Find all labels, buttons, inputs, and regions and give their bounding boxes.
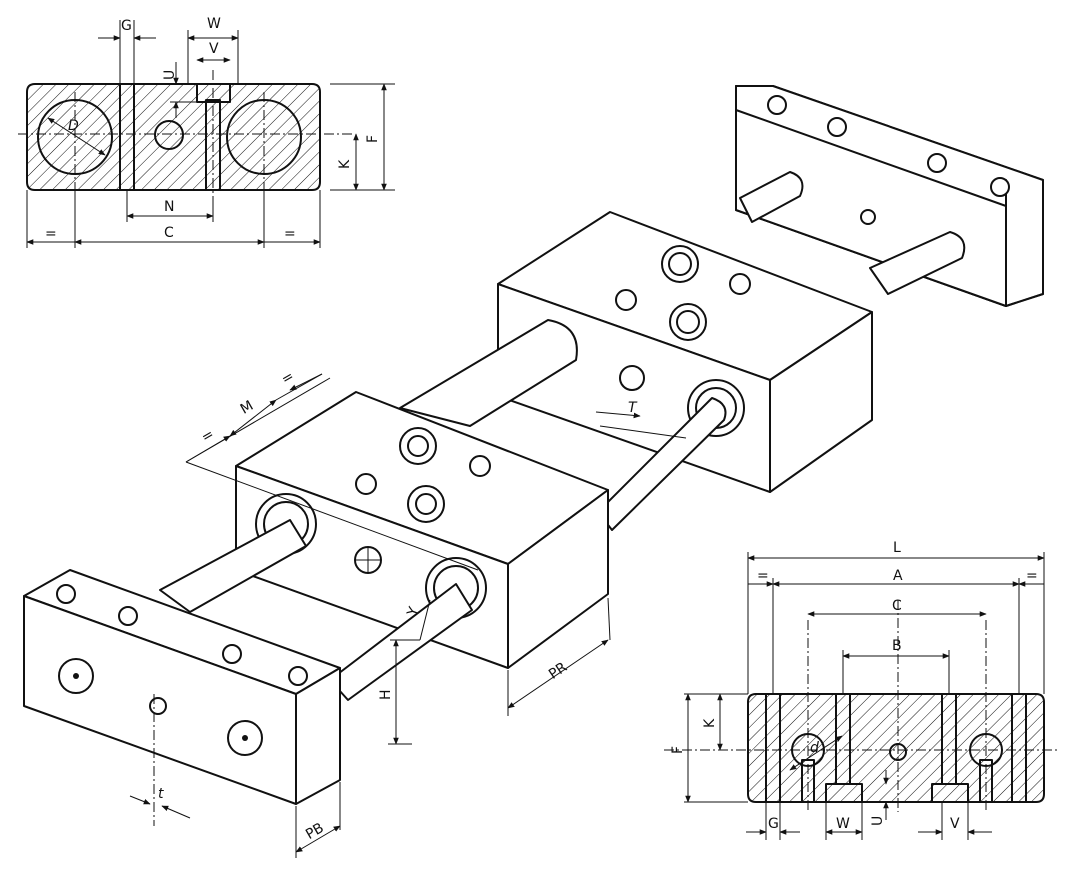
label-F: F <box>365 135 381 143</box>
pin-hole <box>154 120 184 150</box>
carriage-section <box>747 693 1045 803</box>
section-view-bottom-right: L A = = C B F K d G W U V <box>664 540 1060 840</box>
screw-bore <box>205 99 221 191</box>
end-plate-front <box>23 569 341 805</box>
label-K2: K <box>702 718 718 728</box>
label-U2: U <box>870 816 886 826</box>
label-W: W <box>207 16 221 32</box>
label-F2: F <box>670 746 686 754</box>
label-D: D <box>68 118 79 134</box>
label-M: M <box>238 398 256 418</box>
section-view-top-left: G W V U D K F N C = = <box>18 16 395 248</box>
label-A-eq-right: = <box>1026 568 1038 584</box>
label-eq-right: = <box>284 226 296 242</box>
label-M-eq-right: = <box>279 368 297 388</box>
label-B: B <box>892 638 902 654</box>
label-G: G <box>121 18 132 34</box>
label-C2: C <box>892 598 902 614</box>
label-U: U <box>162 70 178 80</box>
guide-rods-front <box>159 519 473 701</box>
label-V2: V <box>950 816 960 832</box>
label-V: V <box>209 41 219 57</box>
label-G2: G <box>768 816 779 832</box>
label-C: C <box>164 225 174 241</box>
label-N: N <box>164 199 174 215</box>
iso-dimensions: M = = T Y H PR PB t <box>129 368 687 858</box>
label-W2: W <box>836 816 850 832</box>
label-H: H <box>378 689 394 700</box>
label-d: d <box>810 740 819 756</box>
label-A: A <box>893 568 903 584</box>
label-T: T <box>628 400 638 416</box>
label-PB: PB <box>303 820 327 843</box>
label-t: t <box>158 786 164 802</box>
label-A-eq-left: = <box>757 568 769 584</box>
guide-rods-back <box>739 171 966 295</box>
guide-rods-center <box>399 319 727 531</box>
label-K: K <box>337 159 353 169</box>
isometric-assembly: M = = T Y H PR PB t <box>23 85 1044 858</box>
label-M-eq-left: = <box>199 426 217 446</box>
label-eq-left: = <box>45 226 57 242</box>
label-L: L <box>893 540 901 556</box>
